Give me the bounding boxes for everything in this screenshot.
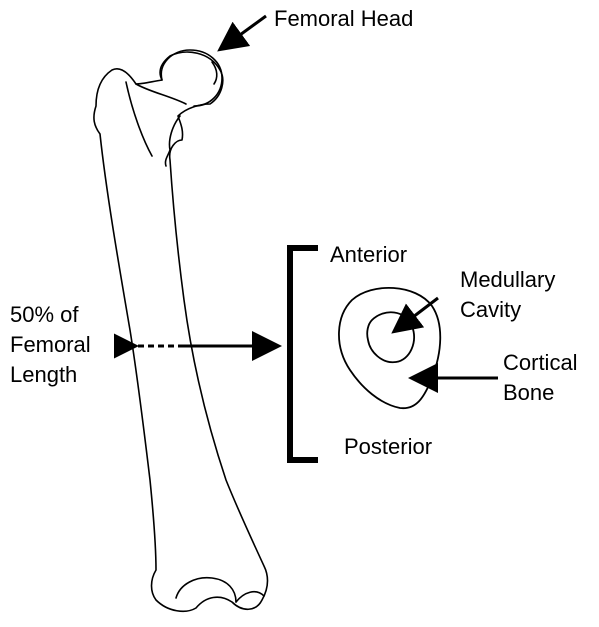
medial-condyle-line — [236, 592, 264, 602]
femoral-length-label: 50% of Femoral Length — [10, 300, 91, 390]
femoral-head-arrow — [222, 16, 266, 48]
posterior-label: Posterior — [344, 434, 432, 460]
medullary-label-line1: Medullary — [460, 265, 555, 295]
length-label-line3: Length — [10, 360, 91, 390]
cortical-label-line1: Cortical — [503, 348, 578, 378]
femoral-neck-line — [136, 84, 186, 104]
femur-shaft-outline — [94, 52, 268, 611]
femur-outline — [94, 50, 268, 611]
cortical-bone-label: Cortical Bone — [503, 348, 578, 408]
femoral-head-label: Femoral Head — [274, 6, 413, 32]
anterior-label: Anterior — [330, 242, 407, 268]
cortical-label-line2: Bone — [503, 378, 578, 408]
section-bracket — [290, 248, 318, 460]
medullary-cavity-label: Medullary Cavity — [460, 265, 555, 325]
medullary-label-line2: Cavity — [460, 295, 555, 325]
intercondylar-notch — [176, 578, 236, 602]
length-label-line1: 50% of — [10, 300, 91, 330]
length-label-line2: Femoral — [10, 330, 91, 360]
cortical-bone-outline — [339, 288, 440, 408]
greater-trochanter-line — [126, 82, 152, 156]
